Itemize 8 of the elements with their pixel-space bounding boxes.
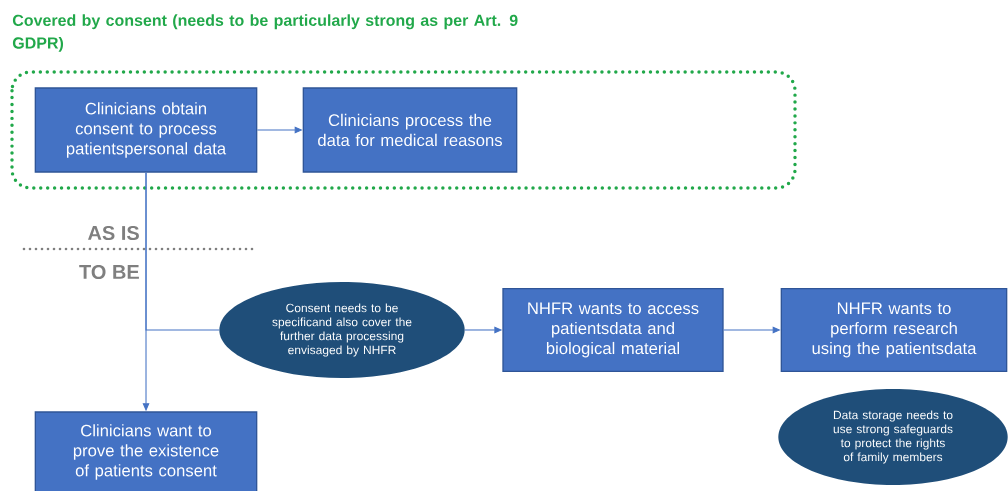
- section-label: TO BE: [79, 264, 139, 280]
- process-box: Clinicians obtain consent to process patientspersonal data: [34, 87, 258, 173]
- process-box: Clinicians process the data for medical reasons: [302, 87, 518, 173]
- process-box: NHFR wants to access patientsdata and biological material: [502, 288, 724, 372]
- process-box: NHFR wants to perform research using the patientsdata: [780, 288, 1008, 372]
- node-label: Covered by consent (needs to be particularly strong as per Art. 9 GDPR): [12, 14, 518, 52]
- process-box: Clinicians want to prove the existence of patients consent: [34, 411, 258, 491]
- section-label: AS IS: [88, 225, 139, 241]
